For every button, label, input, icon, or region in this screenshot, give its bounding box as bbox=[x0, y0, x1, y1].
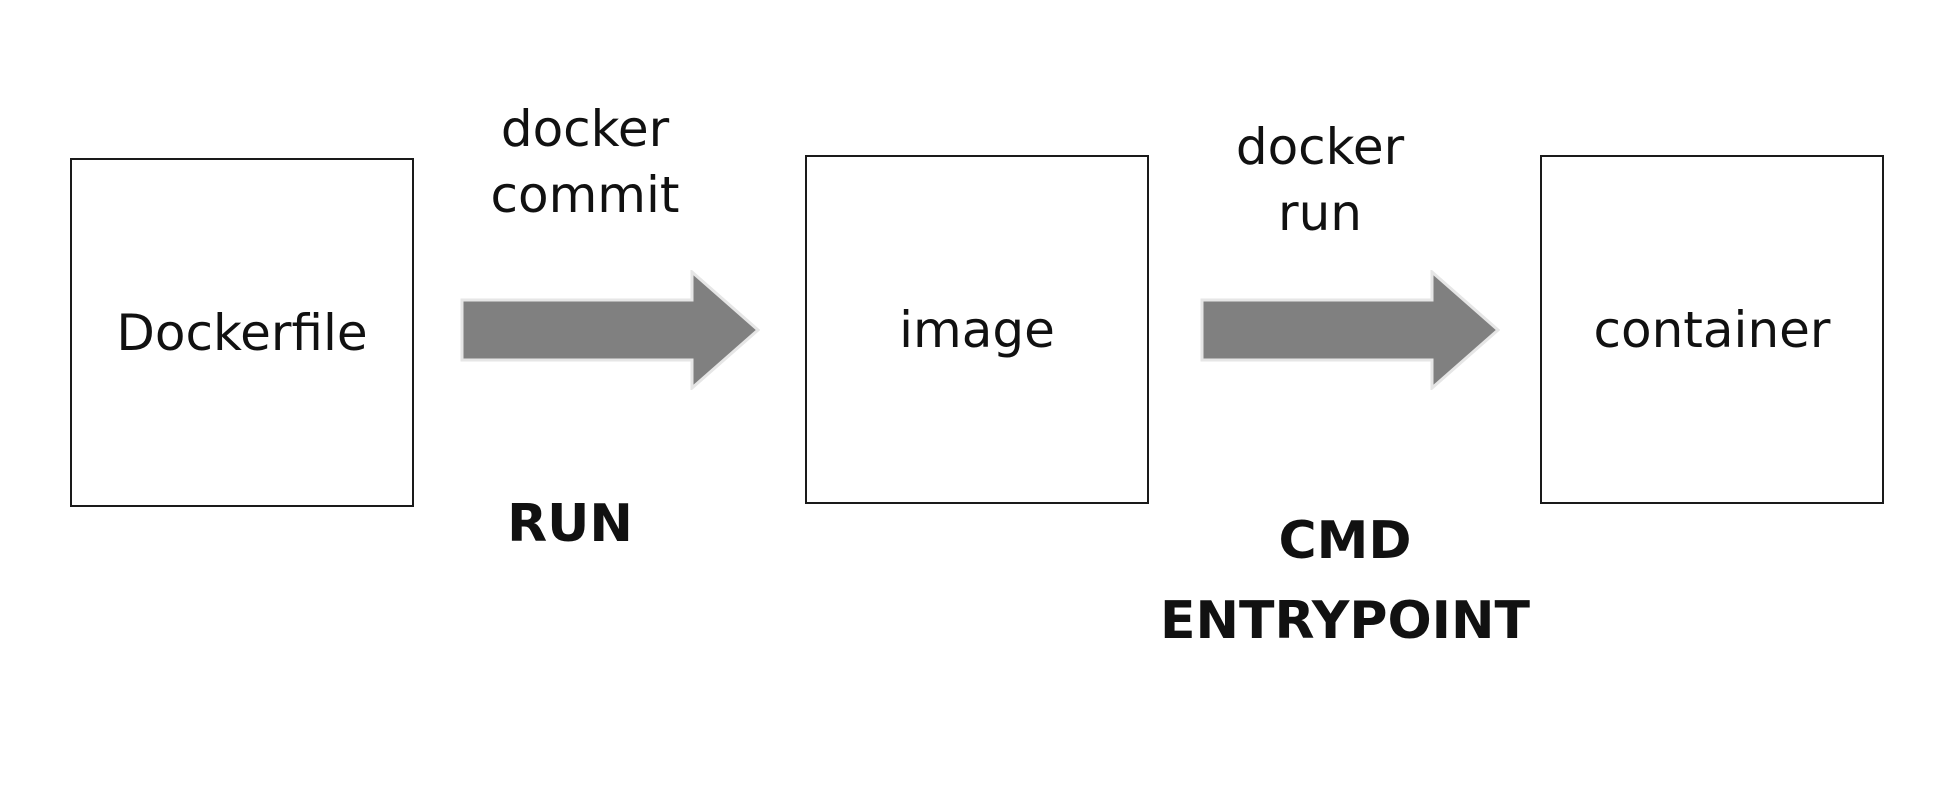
docker-run-label: docker run bbox=[1180, 114, 1460, 246]
run-instruction-line-1: RUN bbox=[507, 494, 633, 554]
container-label: container bbox=[1593, 300, 1831, 359]
run-arrow bbox=[1200, 270, 1500, 390]
container-node: container bbox=[1540, 155, 1884, 504]
cmd-instruction-line: CMD bbox=[1278, 511, 1412, 571]
commit-arrow bbox=[460, 270, 760, 390]
docker-commit-line-1: docker bbox=[500, 100, 670, 158]
run-instruction-label: RUN bbox=[430, 484, 710, 564]
cmd-entrypoint-label: CMD ENTRYPOINT bbox=[1150, 501, 1540, 661]
dockerfile-node: Dockerfile bbox=[70, 158, 414, 507]
docker-commit-label: docker commit bbox=[445, 96, 725, 228]
entrypoint-instruction-line: ENTRYPOINT bbox=[1159, 591, 1531, 651]
docker-commit-line-2: commit bbox=[490, 166, 680, 224]
dockerfile-label: Dockerfile bbox=[116, 303, 368, 362]
docker-run-line-2: run bbox=[1278, 184, 1362, 242]
image-node: image bbox=[805, 155, 1149, 504]
docker-run-line-1: docker bbox=[1235, 118, 1405, 176]
image-label: image bbox=[899, 300, 1055, 359]
